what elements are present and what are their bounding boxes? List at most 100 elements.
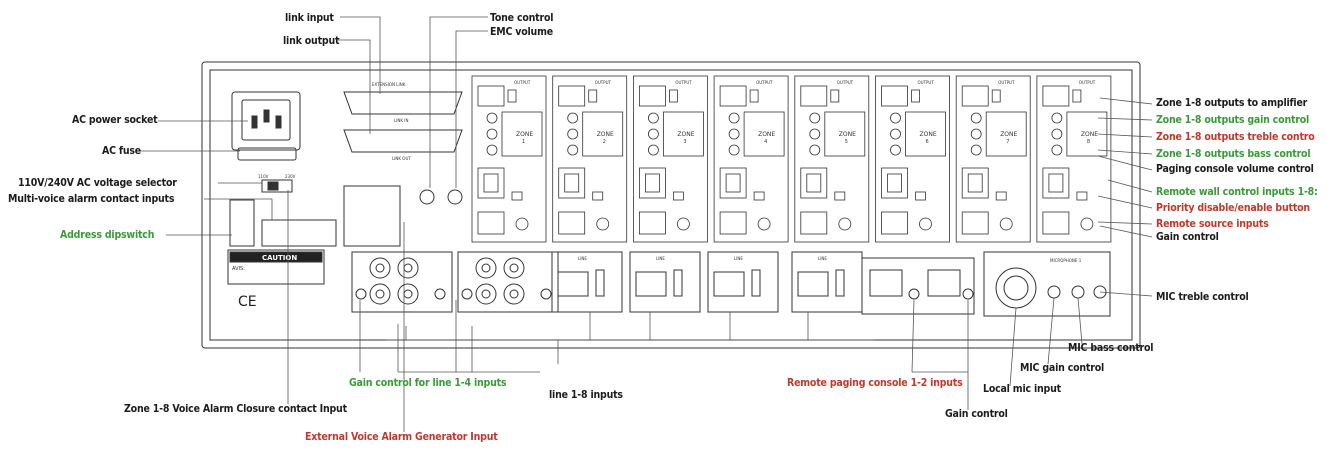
zone-output-screw	[588, 89, 598, 103]
zone-treble-knob	[486, 128, 498, 140]
ac-pin-left	[251, 115, 258, 129]
zone-tone-box	[905, 111, 946, 157]
zone-output-text: OUTPUT	[675, 80, 692, 85]
callout-link-input: link input	[285, 12, 334, 24]
zone-rj45-inner	[967, 173, 983, 193]
callout-leader-line	[359, 300, 540, 373]
paging-rj45-2	[927, 269, 961, 297]
line-input-block-5: LINE	[551, 251, 623, 313]
link-in-text: LINK IN	[394, 118, 408, 123]
zone-strip-frame	[713, 75, 789, 243]
callout-gain-control-bottom: Gain control	[945, 408, 1008, 420]
zone-output-terminal	[800, 85, 828, 107]
link-in-connector	[343, 91, 463, 115]
callout-leader-line	[1097, 155, 1153, 171]
callout-leader-line	[1097, 133, 1153, 138]
callout-remote-paging: Remote paging console 1-2 inputs	[787, 377, 963, 389]
zone-rj45-port	[800, 167, 828, 199]
zone-rj45-inner	[564, 173, 580, 193]
line-gain-knob	[434, 288, 446, 300]
ac-pin-right	[275, 115, 282, 129]
callout-leader-line	[1099, 97, 1153, 105]
zone-priority-button	[592, 191, 604, 201]
zone-gain-knob	[486, 112, 498, 124]
callout-paging-console-volume: Paging console volume control	[1156, 163, 1314, 175]
zone-rj45-port	[639, 167, 666, 199]
rca-line-block-2	[457, 251, 559, 313]
zone-number-text: 3	[683, 139, 686, 145]
zone-treble-knob	[728, 128, 740, 140]
chassis-inner	[209, 69, 1133, 341]
zone-treble-knob	[809, 128, 821, 140]
line-block-frame	[707, 251, 779, 313]
chassis	[201, 61, 1141, 349]
zone-output-screw	[991, 89, 1001, 103]
caution-text: CAUTION	[262, 254, 297, 262]
callout-leader-line	[1097, 117, 1153, 121]
tone-knob	[419, 189, 435, 205]
zone-source-terminal	[639, 211, 666, 235]
callout-voltage-selector: 110V/240V AC voltage selector	[18, 177, 177, 189]
zone-rj45-inner	[887, 173, 902, 193]
rca-jack-center	[375, 289, 385, 299]
line-switch	[595, 269, 605, 297]
callout-leader-line	[1077, 297, 1083, 345]
zone-bass-knob	[567, 144, 579, 156]
zone-tone-box	[663, 111, 704, 157]
zone-output-text: OUTPUT	[998, 80, 1015, 85]
paging-console-block	[861, 257, 975, 315]
zone-gain-knob	[890, 112, 901, 124]
zone-rj45-port	[477, 167, 505, 199]
zone-gain-control	[919, 217, 932, 231]
zone-bass-knob	[809, 144, 821, 156]
rca-jack-center	[403, 289, 413, 299]
rca-jack	[503, 283, 525, 305]
voltage-switch-knob	[267, 181, 279, 191]
zone-tone-box	[824, 111, 866, 157]
mic-bass-knob	[1071, 285, 1085, 299]
line-block-text: LINE	[656, 256, 665, 261]
left-input-block: CAUTION AVIS: CE	[227, 185, 463, 310]
ac-socket-inner	[241, 99, 291, 141]
line-input-block-8: LINE	[791, 251, 863, 313]
line-gain-knob	[461, 288, 473, 300]
zone-name-text: ZONE	[597, 131, 614, 138]
callout-leaders	[140, 16, 1153, 432]
zone-tone-box	[582, 111, 624, 157]
zone-rj45-inner	[645, 173, 660, 193]
callout-link-output: link output	[283, 35, 340, 47]
line-input-block-6: LINE	[629, 251, 701, 313]
callout-leader-line	[1097, 195, 1153, 209]
rca-jack	[397, 283, 419, 305]
rca-jack-center	[403, 263, 413, 273]
zone-strip-frame	[875, 75, 950, 243]
zone-gain-control	[838, 217, 852, 231]
zone-rj45-inner	[725, 173, 741, 193]
callout-mic-treble: MIC treble control	[1156, 291, 1249, 303]
caution-banner	[229, 251, 323, 263]
zone-number-text: 5	[845, 139, 848, 145]
zone-gain-control	[596, 217, 610, 231]
callout-leader-line	[911, 299, 968, 373]
line-block-frame	[791, 251, 863, 313]
rca-jack-center	[481, 289, 491, 299]
callout-leader-line	[1099, 225, 1153, 238]
callout-leader-line	[386, 312, 874, 364]
zone-source-terminal	[1042, 211, 1070, 235]
link-out-text: LINK OUT	[392, 156, 411, 161]
zone-rj45-port	[719, 167, 747, 199]
zone-priority-button	[753, 191, 765, 201]
zone-strip-frame	[633, 75, 708, 243]
zone-name-text: ZONE	[677, 131, 694, 138]
zone-gain-knob	[728, 112, 740, 124]
callout-ac-fuse: AC fuse	[102, 145, 141, 157]
zone-source-terminal	[881, 211, 908, 235]
zone-output-terminal	[558, 85, 586, 107]
zone-gain-knob	[648, 112, 659, 124]
zone-rj45-port	[558, 167, 586, 199]
